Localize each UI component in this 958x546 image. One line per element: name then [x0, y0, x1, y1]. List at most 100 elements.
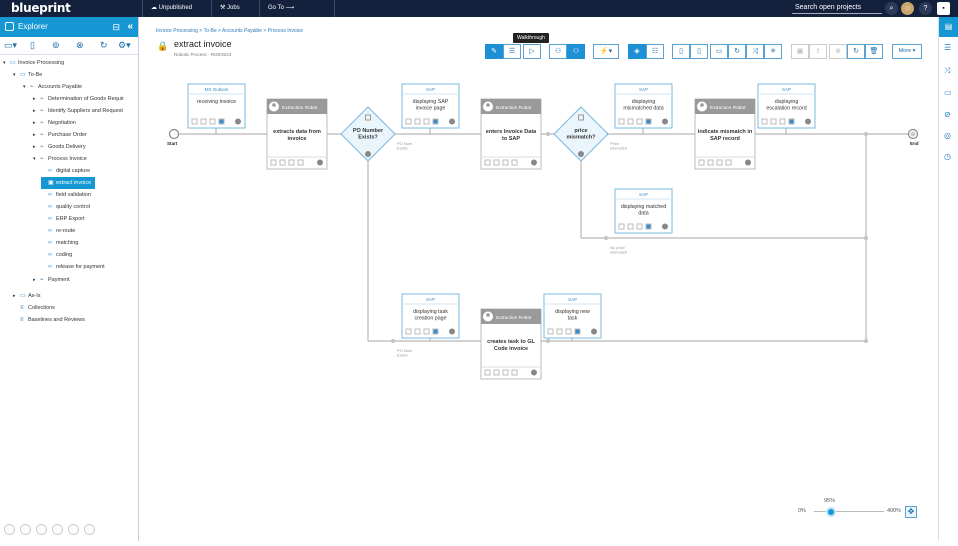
expand-toggle-icon[interactable]: ▾	[13, 72, 16, 78]
comment-icon[interactable]	[627, 223, 634, 230]
comment-button[interactable]: ▭	[710, 44, 728, 59]
bottom-tool-icon[interactable]	[52, 524, 63, 535]
tree-item[interactable]: ‹›re-route	[41, 225, 75, 237]
comment-icon[interactable]	[493, 159, 500, 166]
attach-icon[interactable]	[716, 159, 723, 166]
expand-toggle-icon[interactable]: ▸	[33, 120, 36, 126]
search-input[interactable]: Search open projects	[792, 3, 882, 14]
comment-icon[interactable]	[493, 369, 500, 376]
settings-icon[interactable]: ⚙▾	[118, 40, 131, 50]
folder-view-icon[interactable]: ▭▾	[4, 40, 18, 50]
trash-icon[interactable]	[484, 369, 491, 376]
expand-toggle-icon[interactable]: ▾	[23, 84, 26, 90]
more-options-icon[interactable]	[531, 369, 537, 376]
image-icon[interactable]	[511, 369, 518, 376]
refresh-button[interactable]: ↻	[847, 44, 865, 59]
jobs-menu[interactable]: ⚒ Jobs	[211, 0, 248, 17]
play-icon[interactable]	[405, 328, 412, 335]
play-icon[interactable]	[618, 223, 625, 230]
notifications-icon[interactable]: ▪	[937, 2, 950, 15]
tree-item[interactable]: ▾⌁Accounts Payable	[23, 81, 82, 93]
expand-toggle-icon[interactable]: ▸	[13, 293, 16, 299]
properties-icon[interactable]: ▤	[939, 17, 958, 37]
trash-icon[interactable]	[698, 159, 705, 166]
bottom-tool-icon[interactable]	[4, 524, 15, 535]
details-view-button[interactable]: ☷	[646, 44, 664, 59]
comment-icon[interactable]	[414, 118, 421, 125]
blueprint-logo[interactable]: blueprint	[11, 1, 71, 15]
play-icon[interactable]	[618, 118, 625, 125]
expand-toggle-icon[interactable]: ▸	[33, 108, 36, 114]
save-button[interactable]: ▣	[791, 44, 809, 59]
image-icon[interactable]	[432, 118, 439, 125]
tree-item[interactable]: ‹›field validation	[41, 189, 91, 201]
tree-item[interactable]: ≡Baselines and Reviews	[13, 314, 85, 326]
more-options-icon[interactable]	[745, 159, 751, 166]
trash-icon[interactable]	[578, 114, 584, 121]
more-options-icon[interactable]	[449, 118, 455, 125]
shuffle-button[interactable]: ⤨	[746, 44, 764, 59]
image-icon[interactable]	[645, 223, 652, 230]
attach-icon[interactable]	[209, 118, 216, 125]
trash-icon[interactable]	[270, 159, 277, 166]
more-options-icon[interactable]	[578, 151, 584, 157]
discard-icon[interactable]: ⊗	[76, 40, 84, 50]
expand-toggle-icon[interactable]: ▸	[33, 144, 36, 150]
tree-item[interactable]: ▸⌁Payment	[33, 274, 70, 286]
attach-icon[interactable]	[423, 118, 430, 125]
attach-icon[interactable]	[502, 159, 509, 166]
fit-to-screen-icon[interactable]: ✥	[905, 506, 917, 518]
breadcrumb[interactable]: Invoice Processing > To-Be > Accounts Pa…	[156, 28, 304, 34]
more-options-icon[interactable]	[235, 118, 241, 125]
image-icon[interactable]	[788, 118, 795, 125]
more-options-icon[interactable]	[805, 118, 811, 125]
tree-item[interactable]: ‹›quality control	[41, 201, 90, 213]
expand-toggle-icon[interactable]: ▾	[3, 60, 6, 66]
refresh-icon[interactable]: ↻	[100, 40, 108, 50]
expand-toggle-icon[interactable]: ▾	[33, 156, 36, 162]
tree-item[interactable]: ▣extract invoice	[41, 177, 96, 189]
more-options-icon[interactable]	[531, 159, 537, 166]
comment-icon[interactable]	[556, 328, 563, 335]
diagram-view-button[interactable]: ◈	[628, 44, 646, 59]
comment-icon[interactable]	[770, 118, 777, 125]
image-icon[interactable]	[297, 159, 304, 166]
tree-item[interactable]: ▾▭Invoice Processing	[3, 57, 64, 69]
bottom-tool-icon[interactable]	[36, 524, 47, 535]
unpublished-menu[interactable]: ☁ Unpublished	[142, 0, 200, 17]
play-icon[interactable]	[761, 118, 768, 125]
attach-icon[interactable]	[779, 118, 786, 125]
search-icon[interactable]: ⌕	[885, 2, 898, 15]
tree-item[interactable]: ▾▭To-Be	[13, 69, 42, 81]
copy-button[interactable]: ▯	[690, 44, 708, 59]
attachment-icon[interactable]: ⊘	[944, 110, 951, 119]
trash-icon[interactable]	[484, 159, 491, 166]
walkthrough-button[interactable]: ▷	[523, 44, 541, 59]
comment-icon[interactable]	[279, 159, 286, 166]
tree-item[interactable]: ‹›ERP Export	[41, 213, 85, 225]
list-icon[interactable]: ☰	[944, 43, 952, 52]
publish-button[interactable]: ⇪	[809, 44, 827, 59]
tree-item[interactable]: ‹›matching	[41, 237, 78, 249]
more-options-icon[interactable]	[449, 328, 455, 335]
more-options-icon[interactable]	[591, 328, 597, 335]
edit-button[interactable]: ✎	[485, 44, 503, 59]
new-document-icon[interactable]: ▯	[30, 40, 35, 50]
layout-button[interactable]: ✳	[764, 44, 782, 59]
tree-item[interactable]: ▾⌁Process Invoice	[33, 153, 87, 165]
zoom-slider-thumb[interactable]	[825, 507, 836, 517]
attach-icon[interactable]	[423, 328, 430, 335]
comment-icon[interactable]	[627, 118, 634, 125]
play-icon[interactable]	[191, 118, 198, 125]
tree-item[interactable]: ▸⌁Identify Suppliers and Request	[33, 105, 123, 117]
